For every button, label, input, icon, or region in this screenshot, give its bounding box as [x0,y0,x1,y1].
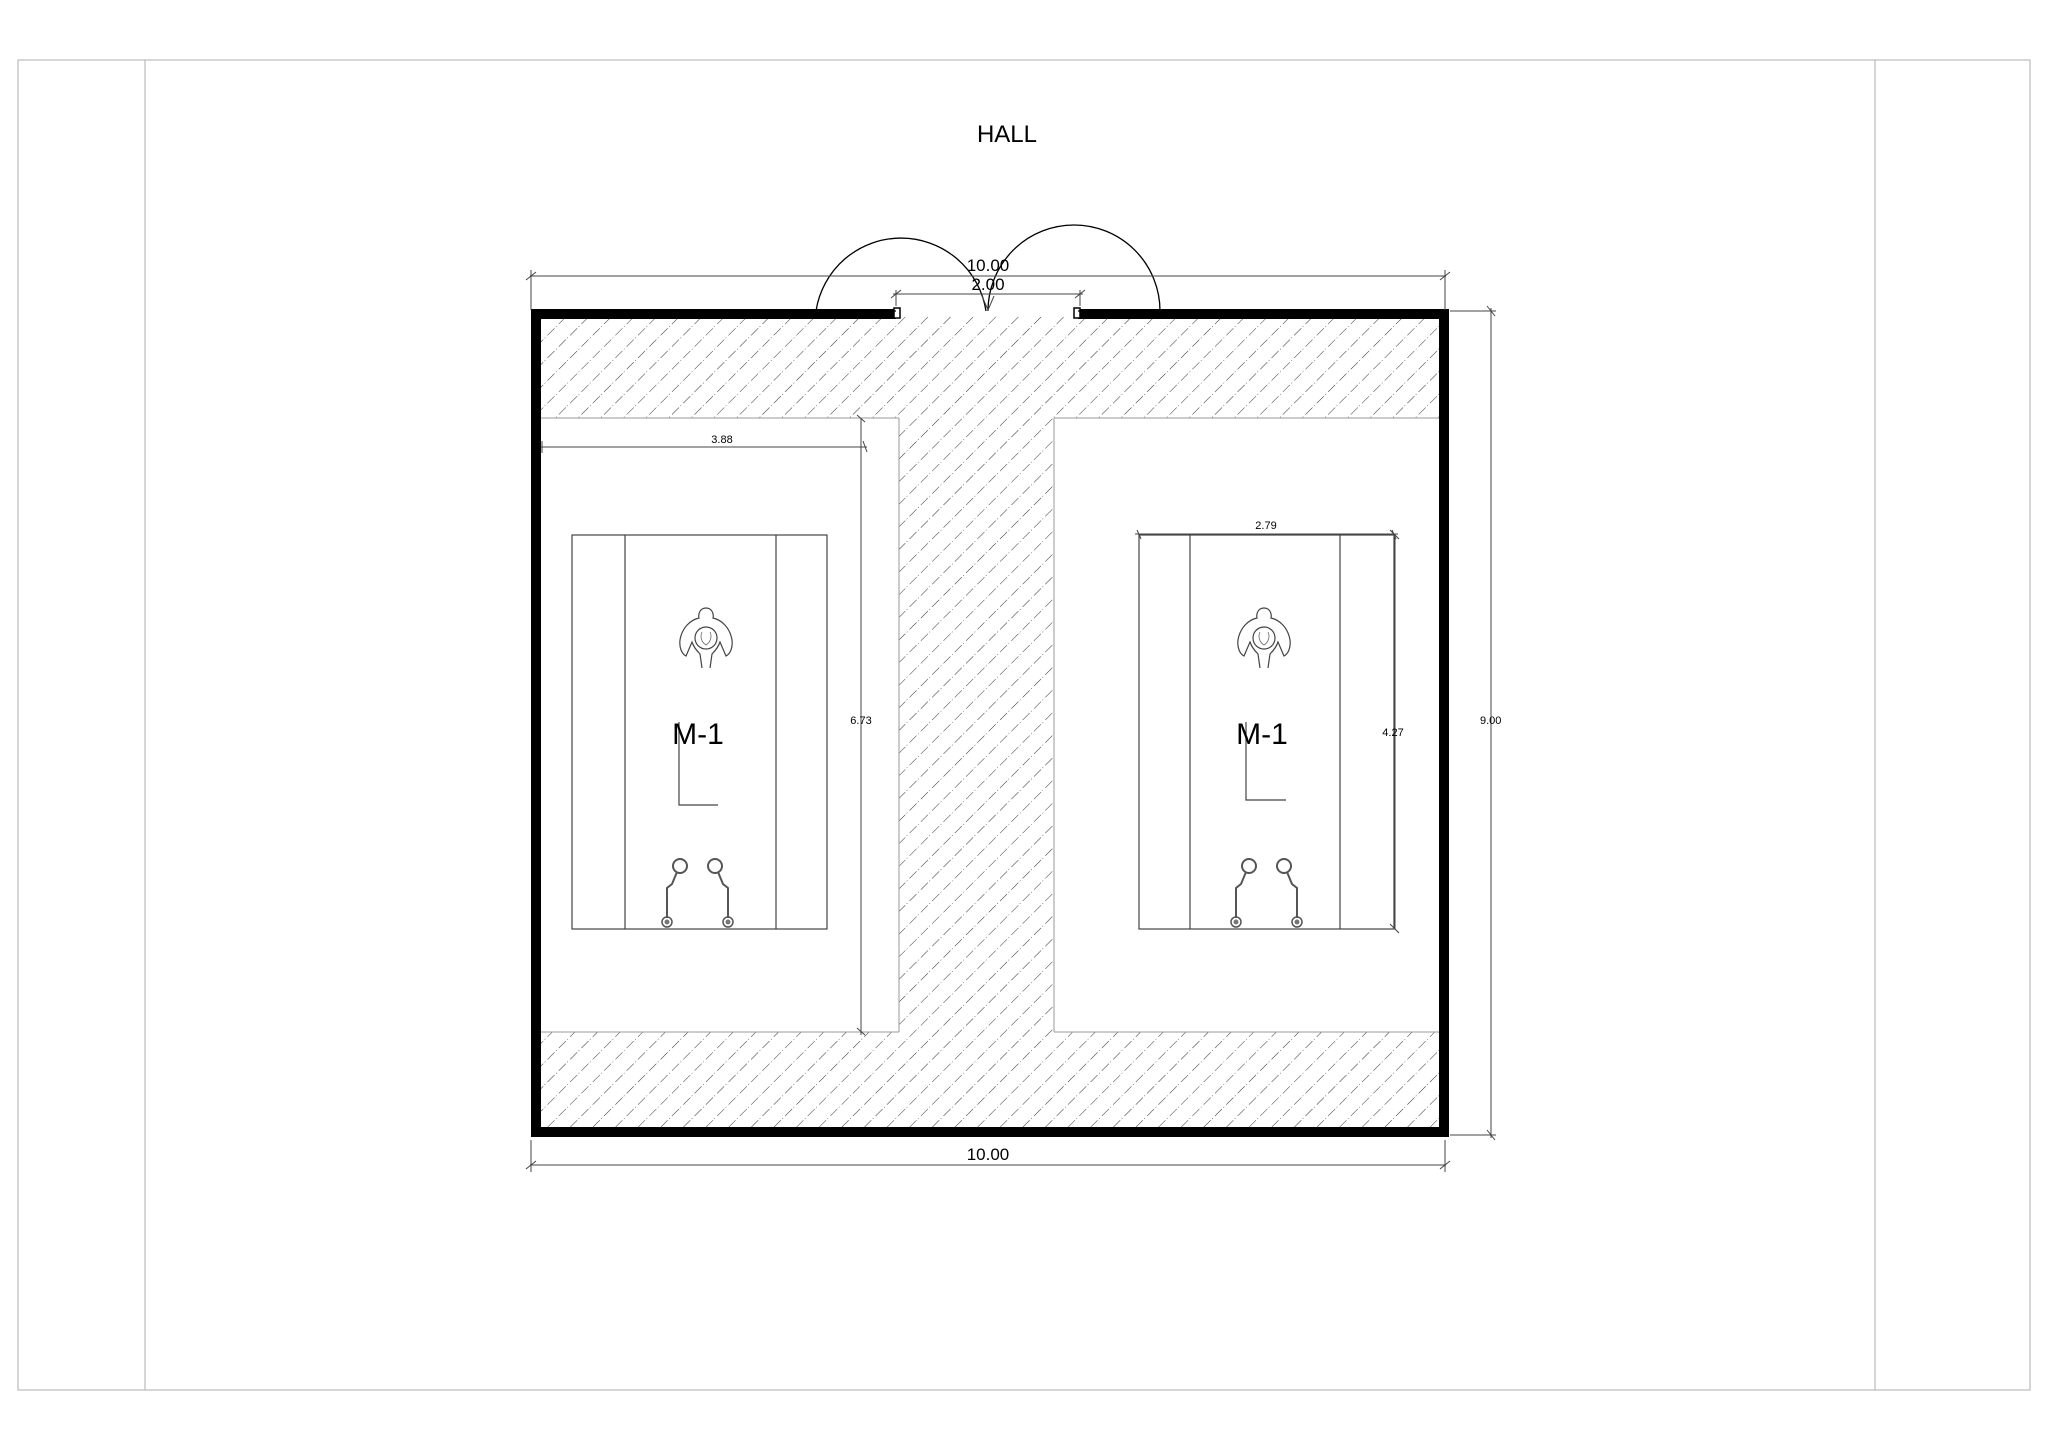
dimension-bottom-overall [525,1140,1451,1172]
dimension-right-overall-label: 9.00 [1480,715,1501,727]
footprint-icon [1230,858,1303,928]
dimension-door-opening-label: 2.00 [971,275,1004,294]
dimension-right-mat-height-label: 4.27 [1382,727,1403,739]
mat-right-label: M-1 [1236,718,1288,751]
dimension-door-opening [890,289,1086,312]
mat-right [1138,534,1395,930]
athlete-figure-icon [679,607,733,669]
dimension-top-overall [525,270,1451,310]
door-jambs [893,307,1081,319]
mat-left [571,534,828,930]
mat-left-label: M-1 [672,718,724,751]
dimension-top-overall-label: 10.00 [967,256,1010,275]
dimension-right-mat-width-label: 2.79 [1255,520,1276,532]
sheet-frame [17,59,2031,1391]
hatched-floor [541,316,1439,1130]
dimension-left-room-width [541,440,868,453]
dimension-left-room-height-label: 6.73 [850,715,871,727]
footprint-icon [661,858,734,928]
drawing-title: HALL [977,121,1037,148]
dimension-left-room-width-label: 3.88 [711,434,732,446]
dimension-left-room-height [856,414,866,1036]
door-swings [815,224,1161,312]
athlete-figure-icon [1237,607,1291,669]
dimension-right-mat-height [1389,529,1400,934]
zone-outlines [541,417,1439,1033]
outer-walls [531,309,1449,1137]
dimension-right-overall [1450,305,1496,1141]
dimension-bottom-overall-label: 10.00 [967,1145,1010,1164]
